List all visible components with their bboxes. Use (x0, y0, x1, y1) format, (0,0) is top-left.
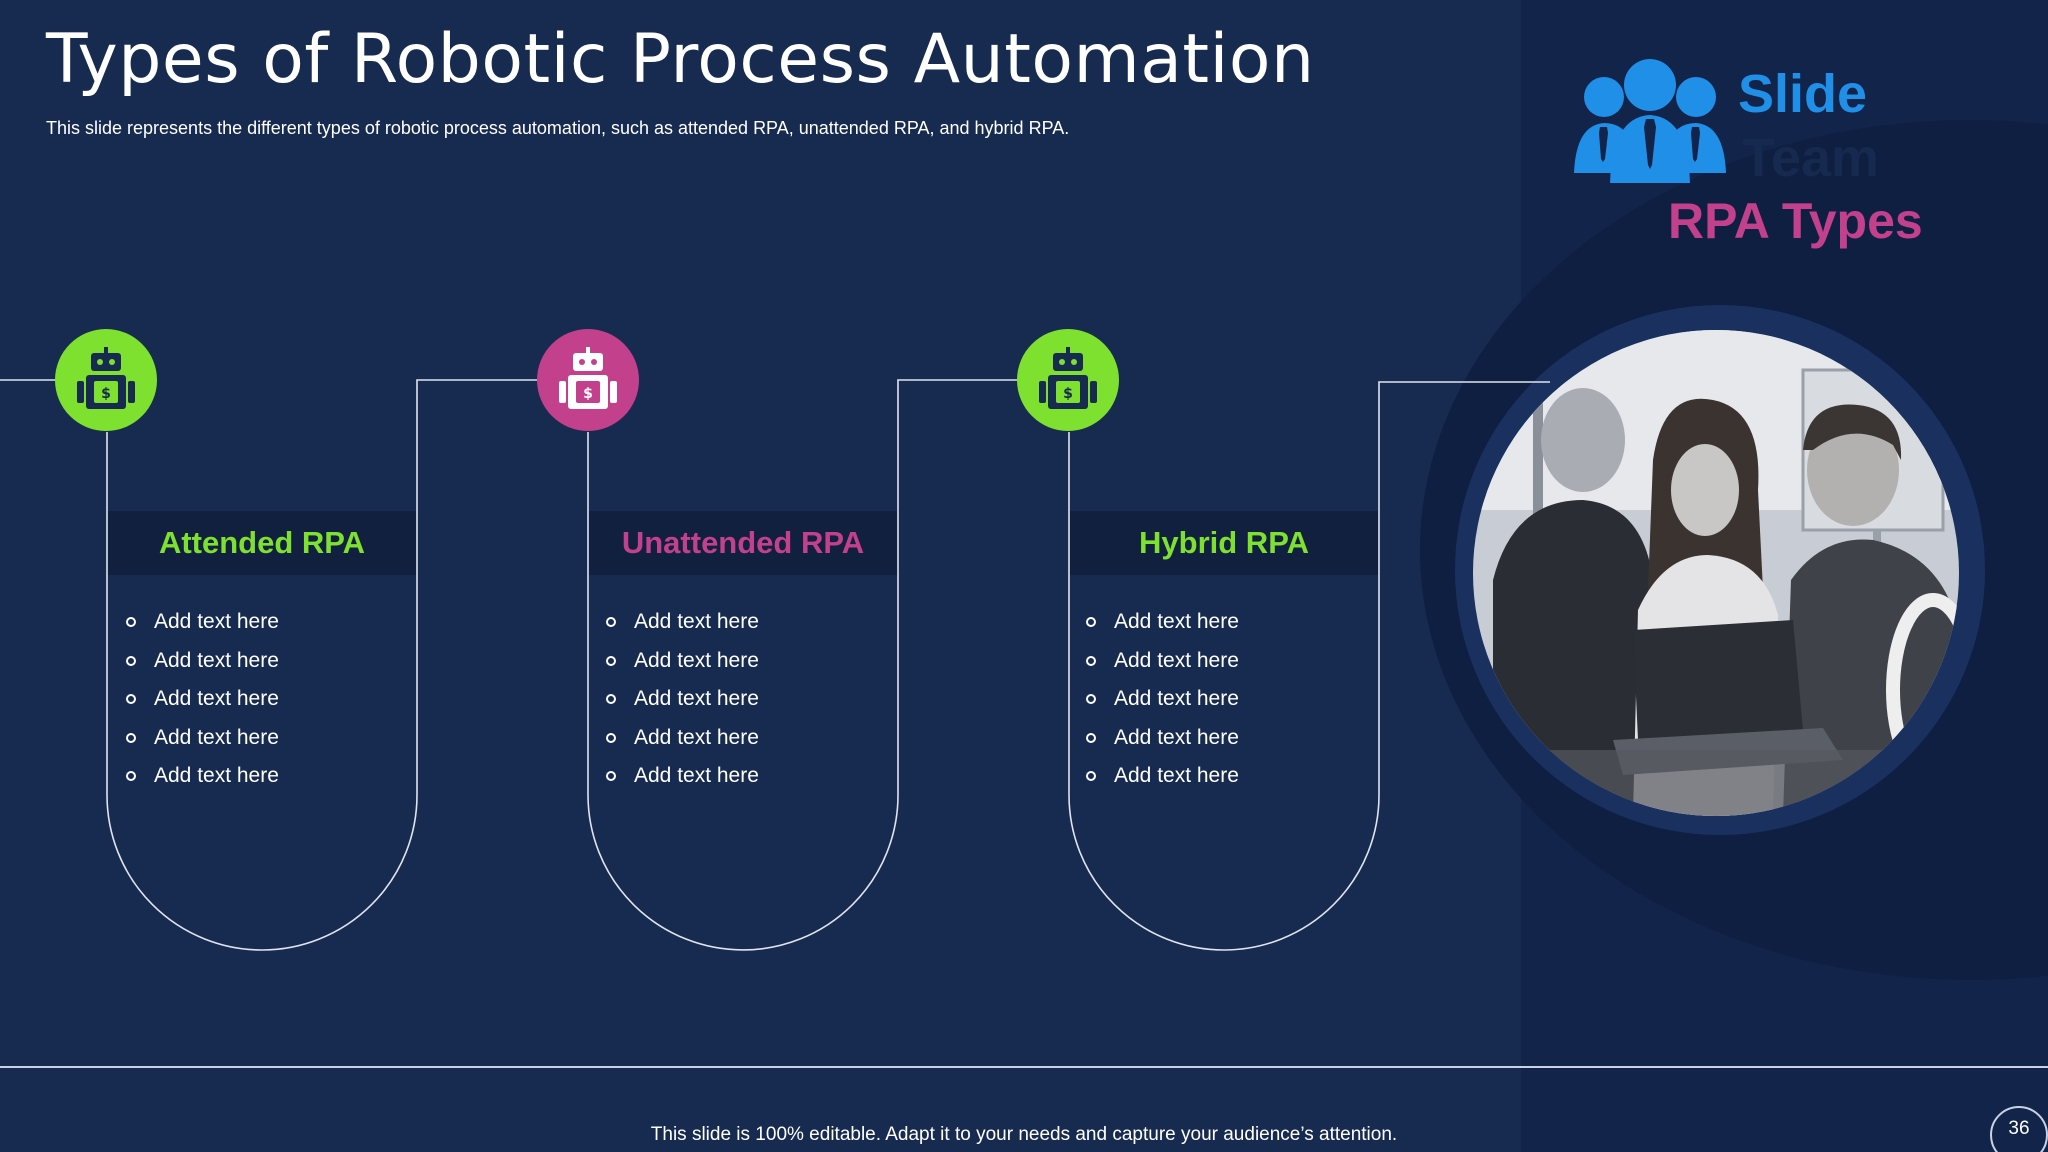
logo-text-team: Team (1742, 128, 1880, 188)
slide-title: Types of Robotic Process Automation (46, 20, 1315, 99)
robot-glyph: $ (77, 347, 135, 409)
robot-dollar-icon: $ (537, 329, 639, 431)
bullet-circle (1086, 655, 1096, 666)
unattended-list: Add text here Add text here Add text her… (598, 603, 878, 796)
list-item-text: Add text here (154, 725, 279, 749)
list-item: Add text here (598, 757, 878, 796)
list-item-text: Add text here (1114, 610, 1239, 634)
bullet-circle (606, 771, 616, 782)
robot-glyph: $ (559, 347, 617, 409)
bullet-circle (126, 694, 136, 705)
bullet-circle (1086, 694, 1096, 705)
bullet-circle (606, 617, 616, 628)
robot-dollar-icon: $ (55, 329, 157, 431)
bullet-circle (606, 694, 616, 705)
svg-text:$: $ (583, 386, 593, 402)
list-item-text: Add text here (1114, 648, 1239, 672)
bullet-circle (126, 771, 136, 782)
footer-text: This slide is 100% editable. Adapt it to… (650, 1124, 1398, 1145)
attended-list: Add text here Add text here Add text her… (118, 603, 398, 796)
robot-dollar-icon: $ (1017, 329, 1119, 431)
list-item-text: Add text here (1114, 764, 1239, 788)
list-item-text: Add text here (154, 648, 279, 672)
list-item: Add text here (598, 603, 878, 642)
logo-text-slide: Slide (1738, 64, 1868, 124)
column-heading-hybrid: Hybrid RPA (1070, 511, 1378, 575)
list-item-text: Add text here (634, 725, 759, 749)
page-number: 36 (1990, 1106, 2048, 1152)
list-item: Add text here (1078, 757, 1358, 796)
list-item-text: Add text here (154, 687, 279, 711)
hybrid-list: Add text here Add text here Add text her… (1078, 603, 1358, 796)
slideteam-logo: Slide Team (1570, 55, 1970, 255)
slide-subtitle: This slide represents the different type… (46, 118, 1070, 138)
list-item: Add text here (1078, 642, 1358, 681)
people-icon (1574, 59, 1726, 183)
list-item: Add text here (118, 680, 398, 719)
list-item-text: Add text here (634, 687, 759, 711)
robot-glyph: $ (1039, 347, 1097, 409)
bullet-circle (1086, 617, 1096, 628)
list-item: Add text here (598, 719, 878, 758)
bullet-circle (1086, 732, 1096, 743)
list-item: Add text here (1078, 603, 1358, 642)
list-item: Add text here (118, 757, 398, 796)
list-item: Add text here (598, 680, 878, 719)
svg-text:$: $ (1063, 386, 1073, 402)
team-photo-illustration (1473, 330, 1959, 816)
list-item: Add text here (118, 642, 398, 681)
list-item: Add text here (118, 719, 398, 758)
list-item-text: Add text here (634, 764, 759, 788)
section-label: RPA Types (1668, 193, 1923, 249)
list-item-text: Add text here (154, 764, 279, 788)
column-heading-attended: Attended RPA (108, 511, 416, 575)
bullet-circle (606, 655, 616, 666)
team-photo (1473, 330, 1959, 816)
list-item: Add text here (1078, 719, 1358, 758)
list-item-text: Add text here (634, 648, 759, 672)
list-item: Add text here (598, 642, 878, 681)
list-item-text: Add text here (1114, 687, 1239, 711)
footer-divider (0, 1066, 2048, 1068)
bullet-circle (126, 617, 136, 628)
bullet-circle (1086, 771, 1096, 782)
list-item: Add text here (1078, 680, 1358, 719)
bullet-circle (126, 732, 136, 743)
list-item-text: Add text here (1114, 725, 1239, 749)
svg-text:$: $ (101, 386, 111, 402)
list-item-text: Add text here (154, 610, 279, 634)
bullet-circle (606, 732, 616, 743)
bullet-circle (126, 655, 136, 666)
list-item-text: Add text here (634, 610, 759, 634)
column-heading-unattended: Unattended RPA (589, 511, 897, 575)
list-item: Add text here (118, 603, 398, 642)
